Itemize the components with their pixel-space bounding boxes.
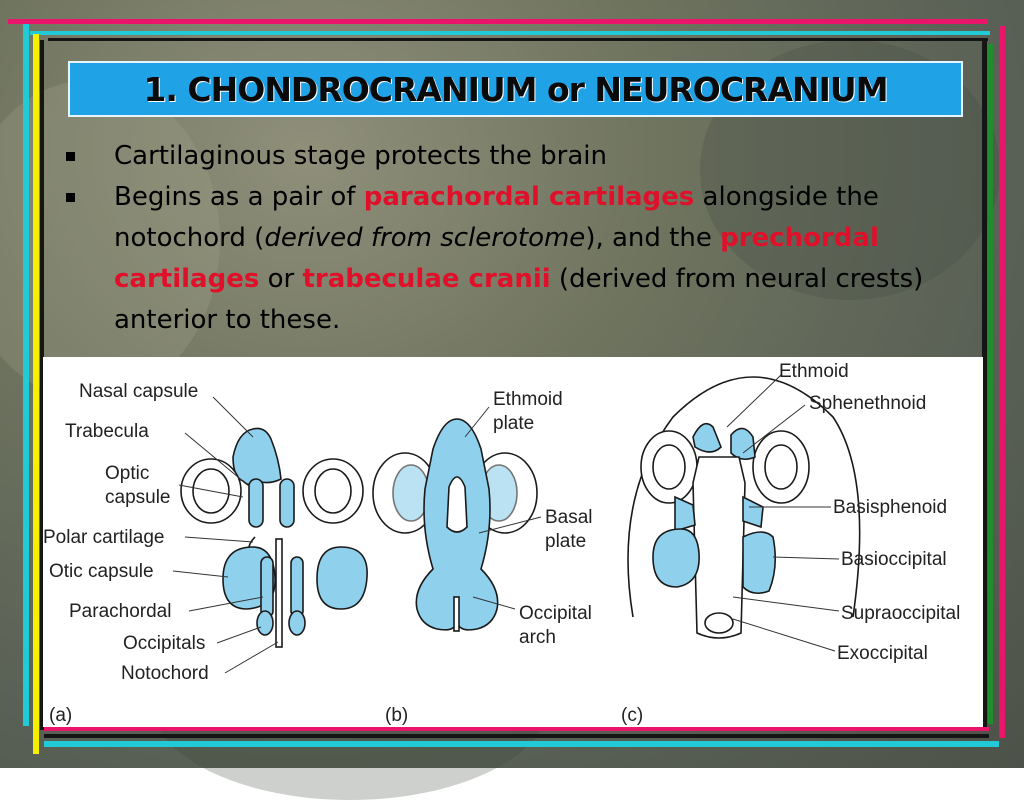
label-ethmoid: Ethmoid — [779, 361, 849, 382]
skull-development-figure: Nasal capsule Trabecula Optic capsule Po… — [43, 357, 983, 727]
label-occipital-arch-line1: Occipital — [519, 603, 592, 624]
label-basal-plate-line1: Basal — [545, 507, 593, 528]
bullet-list: Cartilaginous stage protects the brain B… — [60, 136, 980, 341]
eye-c-right-shape — [752, 430, 810, 504]
panel-a-diagram — [180, 427, 368, 648]
label-trabecula: Trabecula — [65, 421, 149, 442]
ethmoid-c-right-shape — [730, 427, 756, 461]
panel-a-tag: (a) — [49, 705, 72, 726]
bullet-square-icon — [66, 193, 75, 202]
panel-c-leaders — [726, 374, 840, 652]
label-nasal-capsule: Nasal capsule — [79, 381, 198, 402]
frame-line-pink-top — [8, 19, 988, 24]
panel-b-diagram — [372, 418, 538, 632]
optic-ring-right-shape — [314, 468, 352, 514]
panel-b-leaders — [464, 406, 542, 610]
bullet-text: (derived from neural crests) anterior to… — [114, 264, 924, 335]
parachordal-right-shape — [290, 556, 304, 618]
label-basisphenoid: Basisphenoid — [833, 497, 947, 518]
bullet-text: alongside the notochord ( — [114, 182, 879, 253]
panel-b-labels: Ethmoid plate Basal plate Occipital arch… — [385, 389, 593, 726]
frame-line-pink-bottom — [44, 727, 989, 731]
panel-c-tag: (c) — [621, 705, 643, 726]
occipital-left-shape — [256, 610, 274, 636]
sphenoid-wing-left-shape — [674, 495, 696, 533]
bullet-text: Begins as a pair of — [114, 182, 364, 212]
notochord-b-shape — [453, 596, 460, 632]
skull-diagram: Nasal capsule Trabecula Optic capsule Po… — [43, 361, 960, 726]
frame-line-pink-right — [999, 26, 1005, 738]
bullet-square-icon — [66, 152, 75, 161]
parachordal-left-shape — [260, 556, 274, 618]
label-basioccipital: Basioccipital — [841, 549, 947, 570]
eye-c-right-ring-shape — [764, 444, 798, 490]
title-box: 1. CHONDROCRANIUM or NEUROCRANIUM — [68, 61, 963, 117]
otic-c-left-shape — [652, 528, 700, 588]
fenestra-shape — [446, 476, 468, 533]
label-optic-capsule-line1: Optic — [105, 463, 149, 484]
label-supraoccipital: Supraoccipital — [841, 603, 960, 624]
label-exoccipital: Exoccipital — [837, 643, 928, 664]
label-occipital-arch-line2: arch — [519, 627, 556, 648]
label-polar-cartilage: Polar cartilage — [43, 527, 164, 548]
label-occipitals: Occipitals — [123, 633, 205, 654]
frame-line-green-right — [988, 44, 993, 724]
frame-line-cyan-left — [23, 24, 29, 726]
eye-c-left-ring-shape — [652, 444, 686, 490]
eye-c-left-shape — [640, 430, 698, 504]
notochord-shape — [275, 538, 283, 648]
label-ethmoid-plate-line2: plate — [493, 413, 534, 434]
label-otic-capsule: Otic capsule — [49, 561, 154, 582]
panel-b-tag: (b) — [385, 705, 408, 726]
label-basal-plate-line2: plate — [545, 531, 586, 552]
label-optic-capsule-line2: capsule — [105, 487, 171, 508]
label-notochord: Notochord — [121, 663, 209, 684]
head-outline-shape — [627, 376, 861, 618]
frame-line-cyan-top — [30, 31, 990, 35]
italic-term: derived from sclerotome — [264, 223, 586, 253]
optic-capsule-right-shape — [302, 458, 364, 524]
highlight-term: trabeculae cranii — [302, 264, 551, 294]
nasal-capsule-shape — [232, 427, 282, 486]
label-parachordal: Parachordal — [69, 601, 171, 622]
bullet-text: ), and the — [585, 223, 721, 253]
label-sphenethmoid: Sphenethnoid — [809, 393, 926, 414]
highlight-term: prechordal cartilages — [114, 223, 879, 294]
panel-a-labels: Nasal capsule Trabecula Optic capsule Po… — [43, 381, 209, 726]
frame-line-black-top — [48, 38, 988, 41]
ethmoid-c-left-shape — [692, 422, 722, 453]
highlight-term: parachordal cartilages — [363, 182, 695, 212]
frame-line-black-bottom — [44, 734, 989, 738]
bullet-text: or — [259, 264, 303, 294]
frame-line-cyan-bottom — [44, 741, 999, 747]
frame-line-black-right — [982, 41, 987, 731]
label-ethmoid-plate-line1: Ethmoid — [493, 389, 563, 410]
trabecula-left-shape — [248, 478, 264, 528]
panel-c-diagram — [627, 376, 861, 639]
bullet-text: Cartilaginous stage protects the brain — [114, 141, 607, 171]
bullet-item: Cartilaginous stage protects the brain — [60, 136, 980, 177]
occipital-right-shape — [288, 610, 306, 636]
foramen-shape — [704, 612, 734, 634]
panel-c-labels: Ethmoid Sphenethnoid Basisphenoid Basioc… — [621, 361, 960, 726]
frame-line-black-left — [40, 40, 44, 730]
slide-title: 1. CHONDROCRANIUM or NEUROCRANIUM — [143, 69, 888, 109]
sphenoid-wing-right-shape — [742, 495, 764, 529]
basisphenoid-shape — [692, 456, 746, 639]
frame-line-yellow-left — [33, 34, 39, 754]
panel-a-leaders — [172, 396, 279, 674]
trabecula-right-shape — [279, 478, 295, 528]
optic-ring-left-shape — [192, 468, 230, 514]
otic-capsule-right-shape — [316, 546, 368, 610]
bullet-item: Begins as a pair of parachordal cartilag… — [60, 177, 980, 341]
basioccipital-shape — [742, 531, 777, 595]
